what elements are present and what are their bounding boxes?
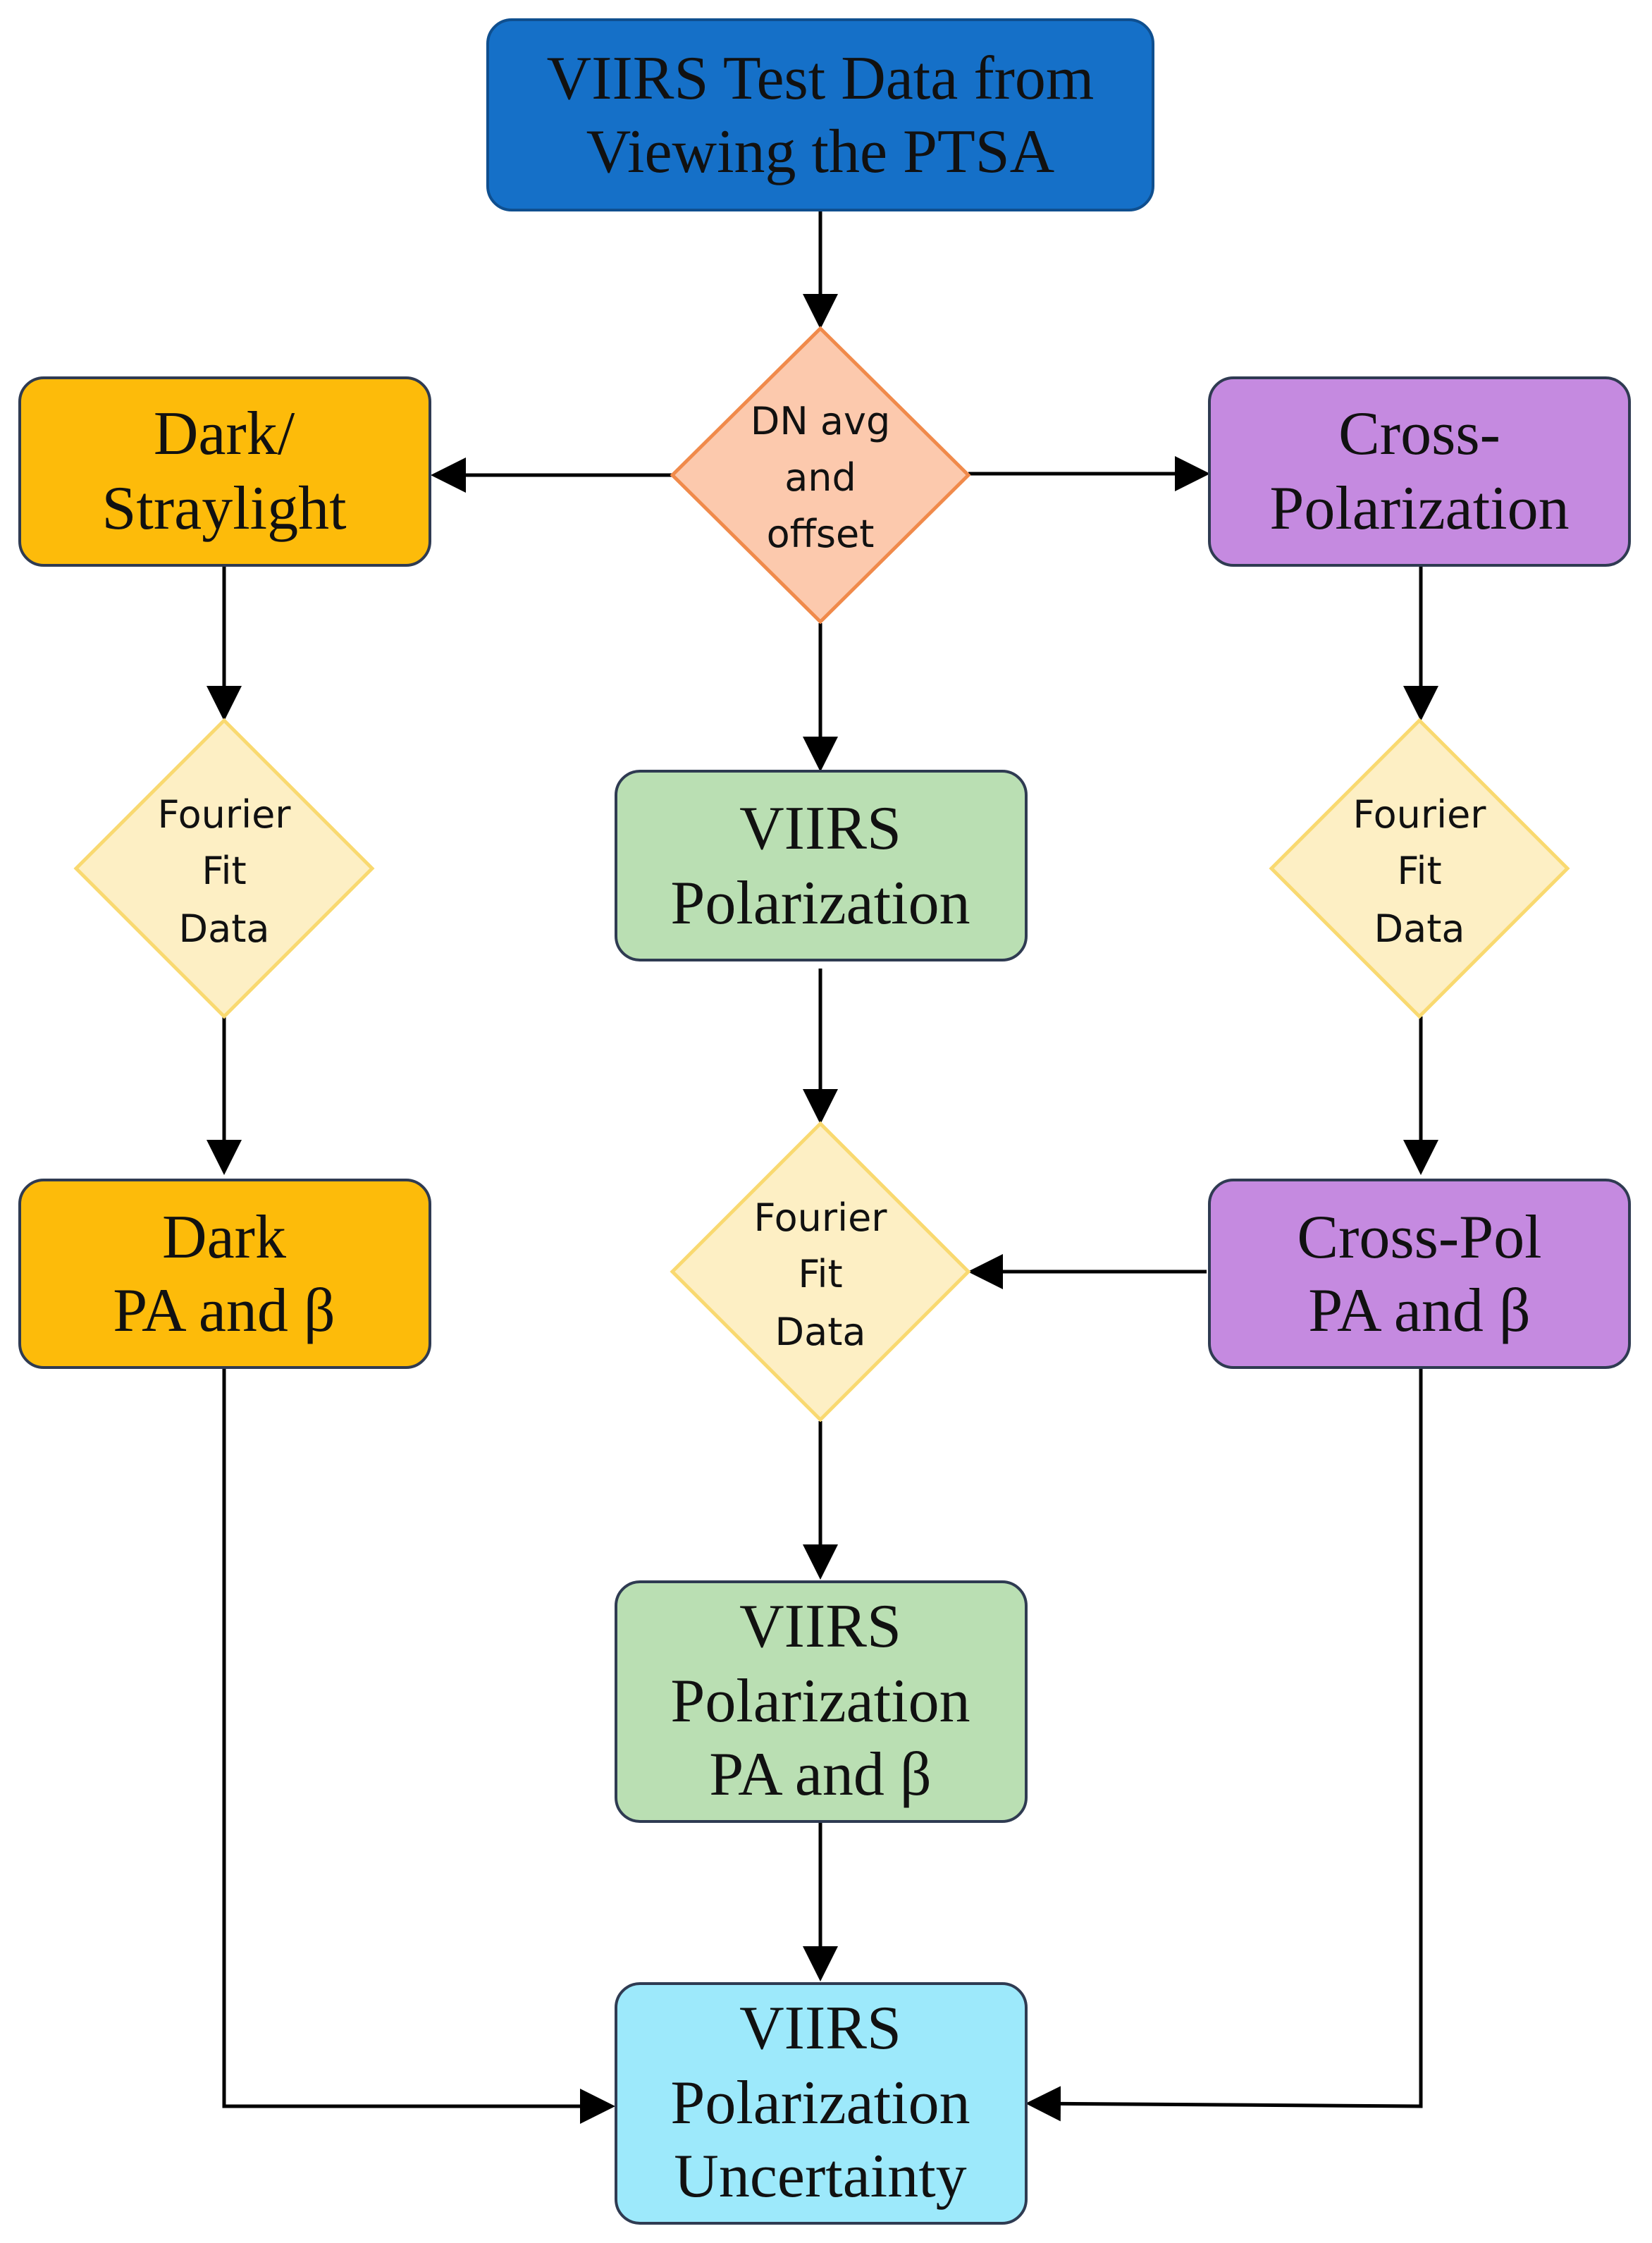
node-dark-straylight: Dark/ Straylight	[18, 376, 431, 567]
node-fourier-right-line-1: Fourier	[1352, 792, 1486, 837]
node-viirs-pol-pa: VIIRS Polarization PA and β	[615, 1580, 1028, 1823]
node-viirs-pol-pa-shape	[615, 1580, 1028, 1823]
node-cross-pol-pa-shape	[1208, 1179, 1631, 1369]
node-fourier-center-line-2: Fit	[798, 1252, 842, 1296]
node-dark-straylight-line-2: Straylight	[101, 474, 346, 543]
node-dn-avg-shape	[670, 326, 971, 625]
node-viirs-polarization-line-2: Polarization	[670, 869, 970, 938]
node-dark-pa-shape	[18, 1179, 431, 1369]
edge-dark-pa-to-uncertainty	[222, 1368, 615, 2124]
node-fourier-left-shape	[73, 718, 375, 1019]
node-fourier-center: Fourier Fit Data	[670, 1121, 971, 1422]
node-viirs-test-data-shape	[486, 18, 1154, 211]
node-viirs-test-data-line-1: VIIRS Test Data from	[547, 44, 1095, 113]
node-fourier-right: Fourier Fit Data	[1269, 718, 1570, 1019]
node-fourier-center-line-3: Data	[775, 1310, 866, 1354]
node-fourier-center-line-1: Fourier	[753, 1196, 887, 1240]
node-dark-pa-line-1: Dark	[162, 1203, 286, 1272]
node-cross-polarization-line-2: Polarization	[1269, 474, 1569, 543]
node-viirs-polarization-line-1: VIIRS	[739, 794, 901, 863]
node-viirs-polarization: VIIRS Polarization	[615, 770, 1028, 961]
node-dark-pa-line-2: PA and β	[113, 1277, 335, 1345]
edge-cross-pol-pa-to-uncertainty	[1025, 1368, 1423, 2122]
node-viirs-pol-uncertainty-line-2: Polarization	[670, 2069, 970, 2137]
node-viirs-pol-pa-line-2: Polarization	[670, 1667, 970, 1735]
node-dn-avg: DN avg and offset	[670, 326, 971, 625]
node-cross-pol-pa-line-2: PA and β	[1308, 1277, 1530, 1345]
node-viirs-pol-uncertainty-shape	[615, 1982, 1028, 2225]
node-fourier-right-line-2: Fit	[1397, 849, 1441, 893]
node-fourier-left-line-1: Fourier	[157, 792, 291, 837]
node-fourier-left: Fourier Fit Data	[73, 718, 375, 1019]
node-dark-straylight-shape	[18, 376, 431, 567]
node-cross-polarization-line-1: Cross-	[1338, 400, 1500, 468]
node-fourier-left-line-2: Fit	[202, 849, 246, 893]
node-fourier-right-line-3: Data	[1374, 907, 1465, 951]
node-cross-pol-pa: Cross-Pol PA and β	[1208, 1179, 1631, 1369]
node-viirs-test-data-line-2: Viewing the PTSA	[586, 118, 1054, 186]
node-viirs-pol-uncertainty-line-3: Uncertainty	[674, 2142, 966, 2211]
node-viirs-pol-uncertainty-line-1: VIIRS	[739, 1994, 901, 2063]
node-fourier-right-shape	[1269, 718, 1570, 1019]
node-dn-avg-line-1: DN avg	[751, 399, 890, 443]
node-fourier-left-line-3: Data	[179, 907, 270, 951]
node-viirs-polarization-shape	[615, 770, 1028, 961]
node-dn-avg-line-3: offset	[767, 512, 875, 556]
node-viirs-pol-pa-line-3: PA and β	[709, 1740, 931, 1809]
node-viirs-pol-pa-line-1: VIIRS	[739, 1592, 901, 1661]
connectors	[207, 211, 1438, 2124]
node-viirs-pol-uncertainty: VIIRS Polarization Uncertainty	[615, 1982, 1028, 2225]
node-dark-straylight-line-1: Dark/	[154, 400, 295, 468]
node-cross-pol-pa-line-1: Cross-Pol	[1297, 1203, 1541, 1272]
node-cross-polarization-shape	[1208, 376, 1631, 567]
node-dn-avg-line-2: and	[784, 455, 856, 500]
node-viirs-test-data: VIIRS Test Data from Viewing the PTSA	[486, 18, 1154, 211]
node-dark-pa: Dark PA and β	[18, 1179, 431, 1369]
node-fourier-center-shape	[670, 1121, 971, 1422]
node-cross-polarization: Cross- Polarization	[1208, 376, 1631, 567]
